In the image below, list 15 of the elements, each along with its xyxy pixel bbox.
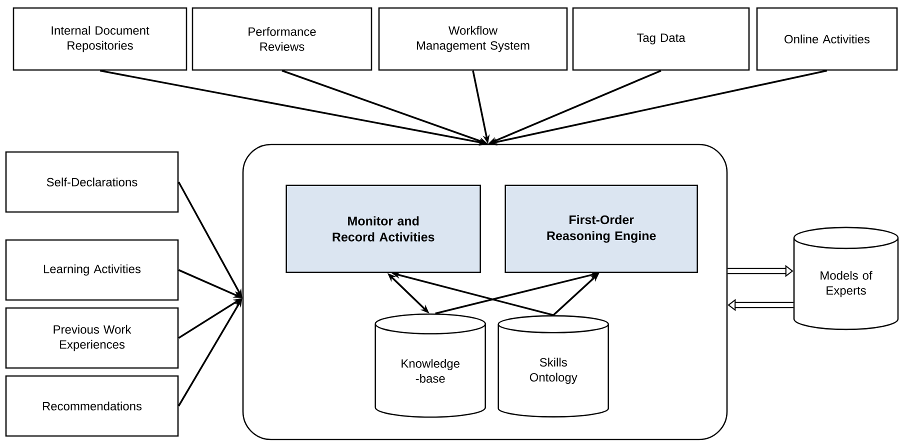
source-box: Learning Activities <box>5 239 179 301</box>
source-box: Performance Reviews <box>192 7 372 71</box>
source-box: Self-Declarations <box>5 151 179 213</box>
source-box: Tag Data <box>572 7 750 71</box>
source-box: Previous Work Experiences <box>5 307 179 369</box>
database-cylinder: Models of Experts <box>793 226 899 330</box>
source-box: Online Activities <box>756 7 898 71</box>
system-panel <box>242 144 728 440</box>
database-cylinder: Skills Ontology <box>498 315 609 418</box>
process-box: Monitor and Record Activities <box>286 184 481 273</box>
source-box: Workflow Management System <box>378 7 568 71</box>
source-box: Recommendations <box>5 375 179 437</box>
database-cylinder: Knowledge -base <box>374 313 486 418</box>
process-box: First-Order Reasoning Engine <box>504 184 698 273</box>
source-box: Internal Document Repositories <box>12 7 188 71</box>
